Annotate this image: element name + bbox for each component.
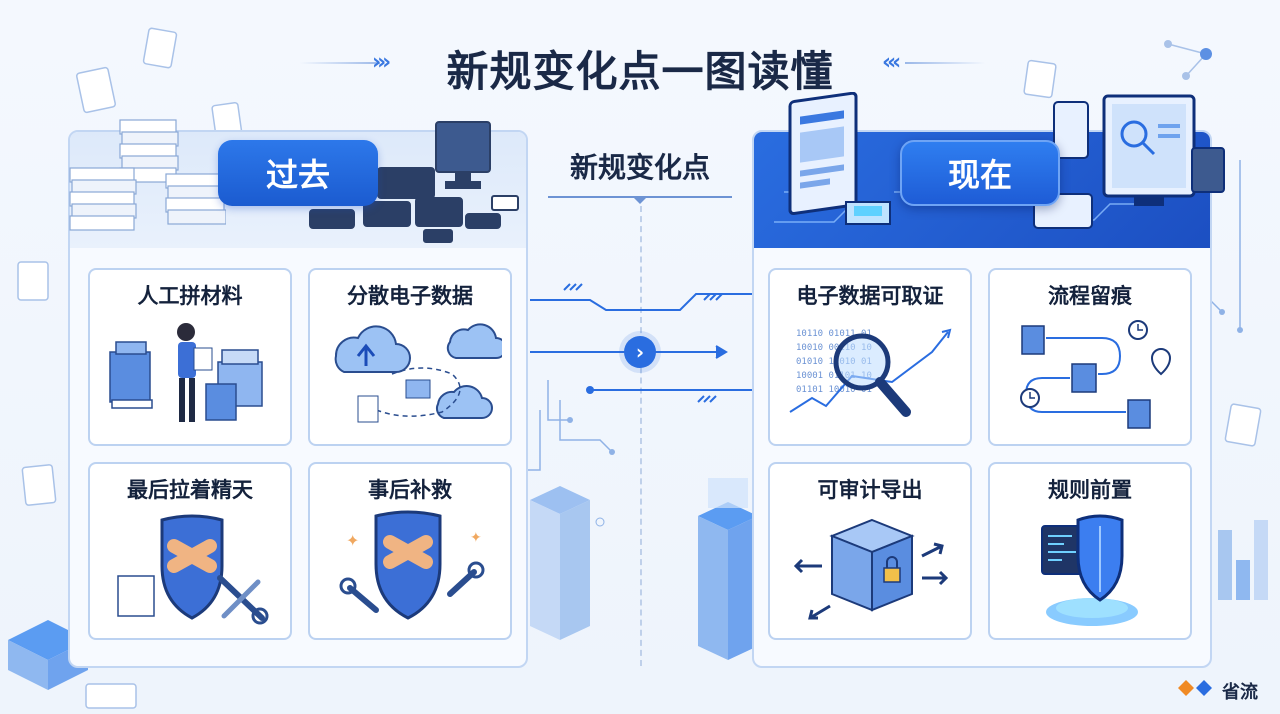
- now-card-audit-export: 可审计导出: [768, 462, 972, 640]
- card-title: 事后补救: [368, 478, 452, 502]
- svg-text:10001 01101 10: 10001 01101 10: [796, 371, 872, 381]
- svg-text:01101 10010 01: 01101 10010 01: [796, 385, 872, 395]
- card-title: 可审计导出: [817, 478, 923, 502]
- now-label: 现在: [900, 140, 1060, 206]
- now-card-rules-first: 规则前置: [988, 462, 1192, 640]
- center-label: 新规变化点: [569, 151, 710, 184]
- shield-bandage-icon: ✦ ✦: [339, 510, 485, 620]
- diamond-logo-icon: [1178, 680, 1212, 696]
- worker-files-icon: [109, 323, 263, 422]
- title-line-right: [905, 62, 985, 64]
- center-underline: [548, 196, 732, 198]
- page-title: 新规变化点一图读懂: [446, 47, 834, 96]
- past-label: 过去: [218, 140, 378, 206]
- svg-text:✦: ✦: [346, 531, 359, 550]
- svg-text:10010 00110 10: 10010 00110 10: [796, 343, 872, 353]
- title-line-left: [300, 62, 380, 64]
- past-card-last-minute: 最后拉着精天: [88, 462, 292, 640]
- locked-box-export-icon: [793, 518, 949, 620]
- shield-wrench-icon: [117, 514, 269, 625]
- cloud-scatter-icon: [334, 323, 502, 423]
- card-title: 流程留痕: [1048, 284, 1132, 308]
- svg-text:10110 01011 01: 10110 01011 01: [796, 329, 872, 339]
- magnifier-data-icon: 10110 01011 01 10010 00110 10 01010 1101…: [789, 328, 952, 417]
- chevron-left-icon: ‹‹‹: [882, 50, 901, 75]
- paper-stack-icon: [69, 119, 226, 231]
- past-card-manual-materials: 人工拼材料: [88, 268, 292, 446]
- now-card-evidence: 电子数据可取证 10110 01011 01 10010 00110 10 01…: [768, 268, 972, 446]
- shield-rule-icon: [1041, 514, 1138, 626]
- center-pointer: [634, 198, 646, 204]
- past-card-remediation: 事后补救 ✦ ✦: [308, 462, 512, 640]
- chevron-right-icon: ›››: [372, 50, 391, 75]
- logo-text: 省流: [1222, 682, 1258, 703]
- card-title: 规则前置: [1048, 478, 1132, 502]
- arrow-right-icon: ›: [624, 336, 656, 368]
- card-title: 人工拼材料: [137, 284, 243, 308]
- card-title: 最后拉着精天: [127, 478, 253, 502]
- process-trail-icon: [1020, 320, 1172, 429]
- past-card-scattered-data: 分散电子数据: [308, 268, 512, 446]
- devices-icon: [309, 121, 519, 243]
- center-divider: [640, 206, 642, 666]
- card-title: 电子数据可取证: [796, 284, 944, 308]
- svg-text:✦: ✦: [470, 530, 482, 546]
- card-title: 分散电子数据: [347, 284, 473, 308]
- now-card-trail: 流程留痕: [988, 268, 1192, 446]
